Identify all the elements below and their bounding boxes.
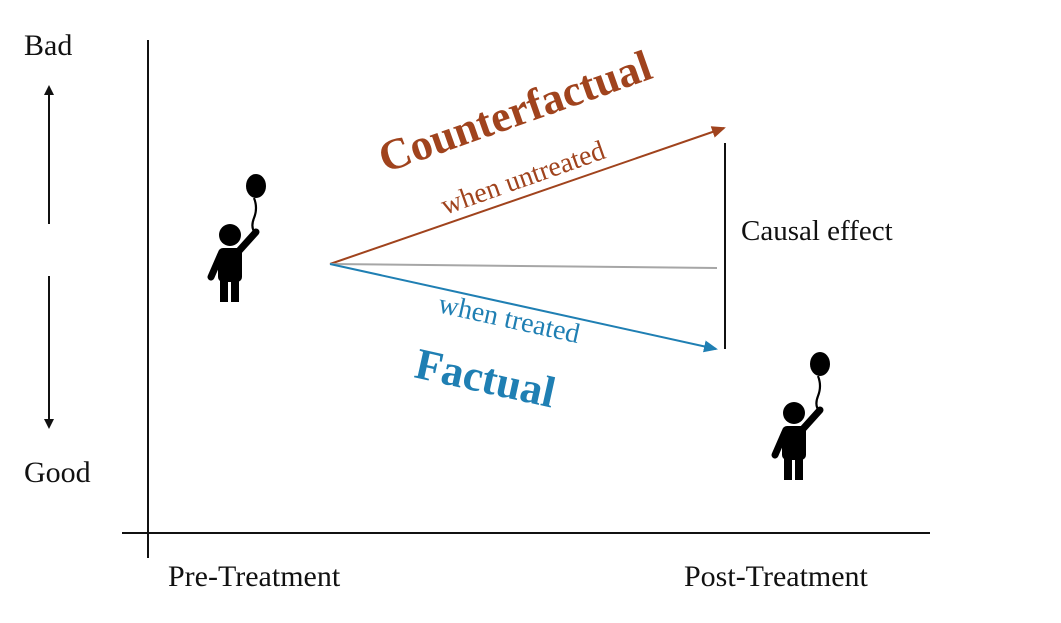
- causal-effect-label: Causal effect: [741, 215, 893, 247]
- x-axis-left-label: Pre-Treatment: [168, 560, 341, 593]
- factual-subtitle: when treated: [435, 289, 582, 350]
- baseline-line: [329, 263, 718, 269]
- counterfactual-arrow: [329, 126, 726, 265]
- factual-arrow: [329, 263, 718, 353]
- counterfactual-title: Counterfactual: [372, 41, 658, 183]
- factual-title: Factual: [411, 339, 560, 418]
- y-axis-bottom-label: Good: [24, 456, 91, 489]
- x-axis-right-label: Post-Treatment: [684, 560, 869, 593]
- child-with-balloon-icon: [211, 174, 266, 302]
- child-with-balloon-icon: [775, 352, 830, 480]
- y-axis-top-label: Bad: [24, 29, 72, 62]
